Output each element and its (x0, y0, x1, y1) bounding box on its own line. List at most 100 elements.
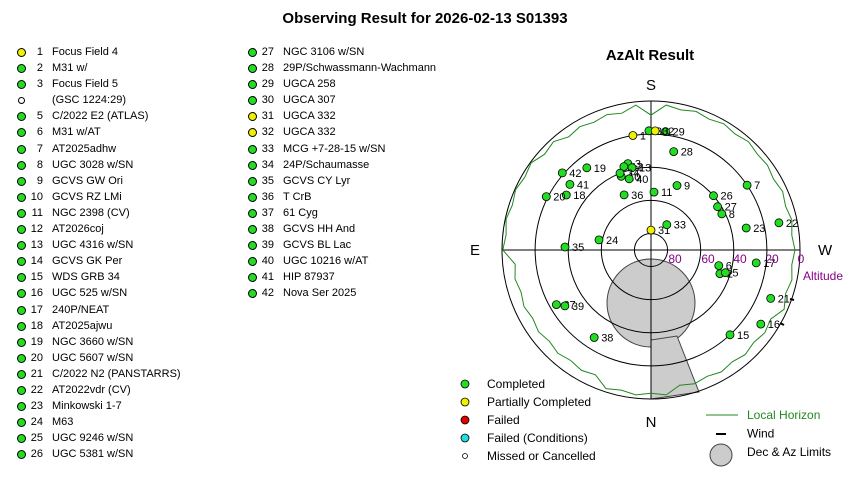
target-number: 24 (30, 416, 43, 429)
target-point-label: 27 (725, 202, 737, 214)
target-point-label: 8 (729, 209, 735, 221)
target-point (646, 225, 656, 235)
target-point-label: 1 (640, 131, 646, 143)
target-point-label: 29 (673, 127, 685, 139)
altitude-tick-label: 20 (765, 252, 779, 266)
target-name: NGC 2398 (CV) (52, 206, 130, 219)
target-name: GCVS GK Per (52, 255, 123, 268)
local-horizon-line (502, 104, 796, 396)
status-dot-icon (17, 160, 26, 170)
target-point (649, 187, 659, 197)
target-number: 39 (261, 239, 274, 252)
legend-limits-icon (709, 443, 733, 467)
altitude-axis-label: Altitude (803, 269, 843, 283)
status-dot-icon (17, 128, 26, 138)
target-number: 9 (36, 174, 43, 187)
status-dot-icon (17, 144, 26, 154)
target-point-label: 20 (553, 192, 565, 204)
target-name: Nova Ser 2025 (283, 287, 357, 300)
page-title: Observing Result for 2026-02-13 S01393 (282, 10, 568, 27)
target-number: 37 (261, 206, 274, 219)
target-number: 11 (31, 206, 43, 219)
target-point (774, 218, 784, 228)
target-number: 22 (30, 383, 43, 396)
target-number: 31 (261, 110, 274, 123)
target-point-label: 38 (601, 333, 613, 345)
status-dot-icon (248, 48, 257, 57)
target-point (561, 190, 571, 200)
target-point-label: 32 (662, 126, 674, 138)
target-number: 26 (30, 448, 43, 461)
target-name: 29P/Schwassmann-Wachmann (283, 62, 437, 75)
target-number: 12 (30, 223, 43, 236)
target-point (628, 131, 638, 140)
target-name: M31 w/AT (52, 126, 101, 139)
target-name: Focus Field 5 (52, 78, 119, 91)
target-name: MCG +7-28-15 w/SN (283, 142, 386, 155)
target-number: 36 (261, 190, 274, 203)
target-point (721, 268, 730, 278)
altitude-tick-label: 60 (701, 252, 715, 266)
status-dot-icon (17, 434, 26, 444)
limits-wedge (650, 335, 700, 400)
altitude-tick-label: 80 (668, 252, 682, 266)
target-number: 34 (261, 158, 274, 171)
target-number: 17 (30, 303, 43, 316)
status-dot-icon (248, 273, 257, 283)
status-dot-icon (248, 257, 257, 267)
target-number: 14 (30, 255, 43, 268)
status-dot-icon (18, 97, 25, 105)
target-point-label: 22 (786, 218, 798, 230)
target-point-label: 26 (721, 191, 733, 203)
status-dot-icon (248, 144, 257, 154)
target-name: M31 w/ (52, 62, 88, 75)
target-number: 5 (36, 110, 43, 123)
status-dot-icon (17, 112, 26, 122)
target-point-label: 39 (572, 301, 584, 313)
target-number: 18 (30, 319, 43, 332)
compass-s: S (646, 77, 656, 94)
target-point (725, 330, 735, 340)
target-number: 3 (36, 78, 43, 91)
target-number: 29 (261, 78, 274, 91)
legend-failed-icon (460, 415, 470, 425)
target-point (552, 300, 561, 310)
target-point-label: 24 (606, 235, 618, 247)
target-name: AT2025ajwu (52, 319, 113, 332)
status-dot-icon (17, 337, 26, 347)
target-point (624, 174, 634, 184)
target-name: UGC 525 w/SN (52, 287, 128, 300)
target-name: UGCA 332 (283, 126, 336, 139)
target-number: 7 (36, 142, 43, 155)
target-name: 240P/NEAT (52, 303, 110, 316)
status-dot-icon (17, 353, 26, 363)
target-point (717, 209, 727, 219)
status-dot-icon (248, 160, 257, 170)
target-name: T CrB (283, 190, 312, 203)
status-dot-icon (17, 385, 26, 395)
target-name: UGC 3028 w/SN (52, 158, 134, 171)
target-name: GCVS CY Lyr (283, 174, 351, 187)
legend-label: Failed (487, 413, 520, 427)
status-dot-icon (17, 289, 26, 299)
status-dot-icon (17, 48, 26, 57)
target-name: AT2025adhw (52, 142, 117, 155)
target-name: UGC 10216 w/AT (283, 255, 369, 268)
target-point-label: 23 (753, 223, 765, 235)
status-dot-icon (17, 241, 26, 251)
target-point (594, 235, 604, 245)
target-point (650, 126, 660, 136)
target-number: 32 (261, 126, 274, 139)
status-dot-icon (248, 128, 257, 138)
status-dot-icon (248, 64, 257, 74)
target-point (582, 163, 592, 173)
target-number: 28 (261, 62, 274, 75)
legend-completed-icon (460, 379, 470, 389)
compass-w: W (818, 242, 833, 259)
target-point-label: 35 (572, 242, 584, 254)
target-number: 2 (36, 62, 43, 75)
target-number: 6 (36, 126, 43, 139)
status-dot-icon (17, 369, 26, 379)
target-name: UGC 4316 w/SN (52, 239, 134, 252)
